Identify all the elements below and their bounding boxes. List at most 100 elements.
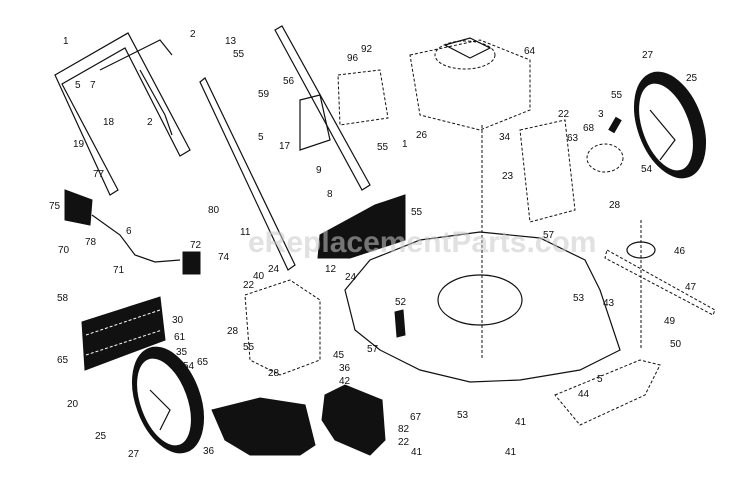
callout-53: 53: [573, 293, 585, 304]
callout-17: 17: [279, 141, 291, 152]
callout-47: 47: [685, 282, 697, 293]
callout-56: 56: [283, 76, 295, 87]
callout-77: 77: [93, 169, 105, 180]
callout-75: 75: [49, 201, 61, 212]
callout-53b: 53: [457, 410, 469, 421]
callout-50: 50: [670, 339, 682, 350]
callout-55b: 55: [377, 142, 389, 153]
callout-1b: 1: [402, 139, 408, 150]
rear-skirt: [81, 296, 166, 371]
callout-41b: 41: [515, 417, 527, 428]
callout-25: 25: [686, 73, 698, 84]
callout-44: 44: [578, 389, 590, 400]
callout-92: 92: [361, 44, 373, 55]
callout-13: 13: [225, 36, 237, 47]
callout-2: 2: [190, 29, 196, 40]
callout-9: 9: [316, 165, 322, 176]
front-baffle: [554, 359, 661, 426]
callout-18: 18: [103, 117, 115, 128]
callout-41: 41: [411, 447, 423, 458]
upper-handle: [54, 32, 191, 196]
callout-40: 40: [253, 271, 265, 282]
callout-42: 42: [339, 376, 351, 387]
callout-57: 57: [543, 230, 555, 241]
callout-28b: 28: [227, 326, 239, 337]
starter-box: [64, 189, 93, 226]
callout-67: 67: [410, 412, 422, 423]
callout-43: 43: [603, 298, 615, 309]
callout-23: 23: [502, 171, 514, 182]
callout-24b: 24: [345, 272, 357, 283]
callout-11: 11: [240, 227, 251, 238]
callout-25b: 25: [95, 431, 107, 442]
callout-49: 49: [664, 316, 676, 327]
mulch-plug: [317, 194, 406, 259]
lower-handle: [199, 25, 371, 271]
callout-78: 78: [85, 237, 97, 248]
watermark: eReplacementParts.com: [248, 226, 597, 259]
callout-26: 26: [416, 130, 428, 141]
callout-22c: 22: [398, 437, 410, 448]
callout-41c: 41: [505, 447, 517, 458]
callout-27b: 27: [128, 449, 140, 460]
battery: [182, 251, 201, 275]
callout-24: 24: [268, 264, 280, 275]
wire-harness: [91, 214, 181, 263]
chute-deflector: [299, 69, 389, 151]
front-wheel-left: [132, 346, 204, 454]
rear-wheel-right: [634, 71, 706, 179]
callout-55: 55: [233, 49, 245, 60]
callout-35: 35: [176, 347, 188, 358]
grass-bag-left: [211, 397, 316, 456]
callout-82: 82: [398, 424, 410, 435]
callout-12: 12: [325, 264, 337, 275]
callout-54: 54: [641, 164, 653, 175]
callout-71: 71: [113, 265, 125, 276]
callout-30: 30: [172, 315, 184, 326]
callout-22: 22: [243, 280, 255, 291]
callout-65: 65: [57, 355, 69, 366]
callout-58: 58: [57, 293, 69, 304]
control-cable: [139, 69, 173, 136]
callout-80: 80: [208, 205, 220, 216]
callout-64: 64: [524, 46, 536, 57]
callout-52: 52: [395, 297, 407, 308]
callout-7: 7: [90, 80, 96, 91]
callout-28c: 28: [268, 368, 280, 379]
callout-45: 45: [333, 350, 345, 361]
callout-81: 61: [174, 332, 186, 343]
callout-72: 72: [190, 240, 202, 251]
callout-54b: 54: [183, 361, 195, 372]
callout-5b: 5: [258, 132, 264, 143]
callout-22b: 22: [558, 109, 570, 120]
mower-deck: [344, 231, 621, 383]
engine: [409, 37, 531, 360]
callout-55e: 55: [243, 342, 255, 353]
callout-34: 34: [499, 132, 511, 143]
grass-bag-right: [321, 384, 386, 456]
callout-96: 96: [347, 53, 359, 64]
callout-28: 28: [609, 200, 621, 211]
callout-46: 46: [674, 246, 686, 257]
height-adjuster: [519, 116, 624, 223]
callout-6: 6: [126, 226, 132, 237]
callout-65b: 65: [197, 357, 209, 368]
callout-5: 5: [75, 80, 81, 91]
callout-2b: 2: [147, 117, 153, 128]
callout-20: 20: [67, 399, 79, 410]
callout-74: 74: [218, 252, 230, 263]
callout-68: 68: [583, 123, 595, 134]
callout-55d: 55: [611, 90, 623, 101]
callout-59: 59: [258, 89, 270, 100]
callout-1: 1: [63, 36, 69, 47]
callout-55c: 55: [411, 207, 423, 218]
callout-36b: 36: [203, 446, 215, 457]
callout-8: 8: [327, 189, 333, 200]
callout-57b: 57: [367, 344, 379, 355]
blade: [604, 249, 716, 316]
callout-70: 70: [58, 245, 70, 256]
callout-63: 63: [567, 133, 579, 144]
callout-36: 36: [339, 363, 351, 374]
callout-3: 3: [598, 109, 604, 120]
